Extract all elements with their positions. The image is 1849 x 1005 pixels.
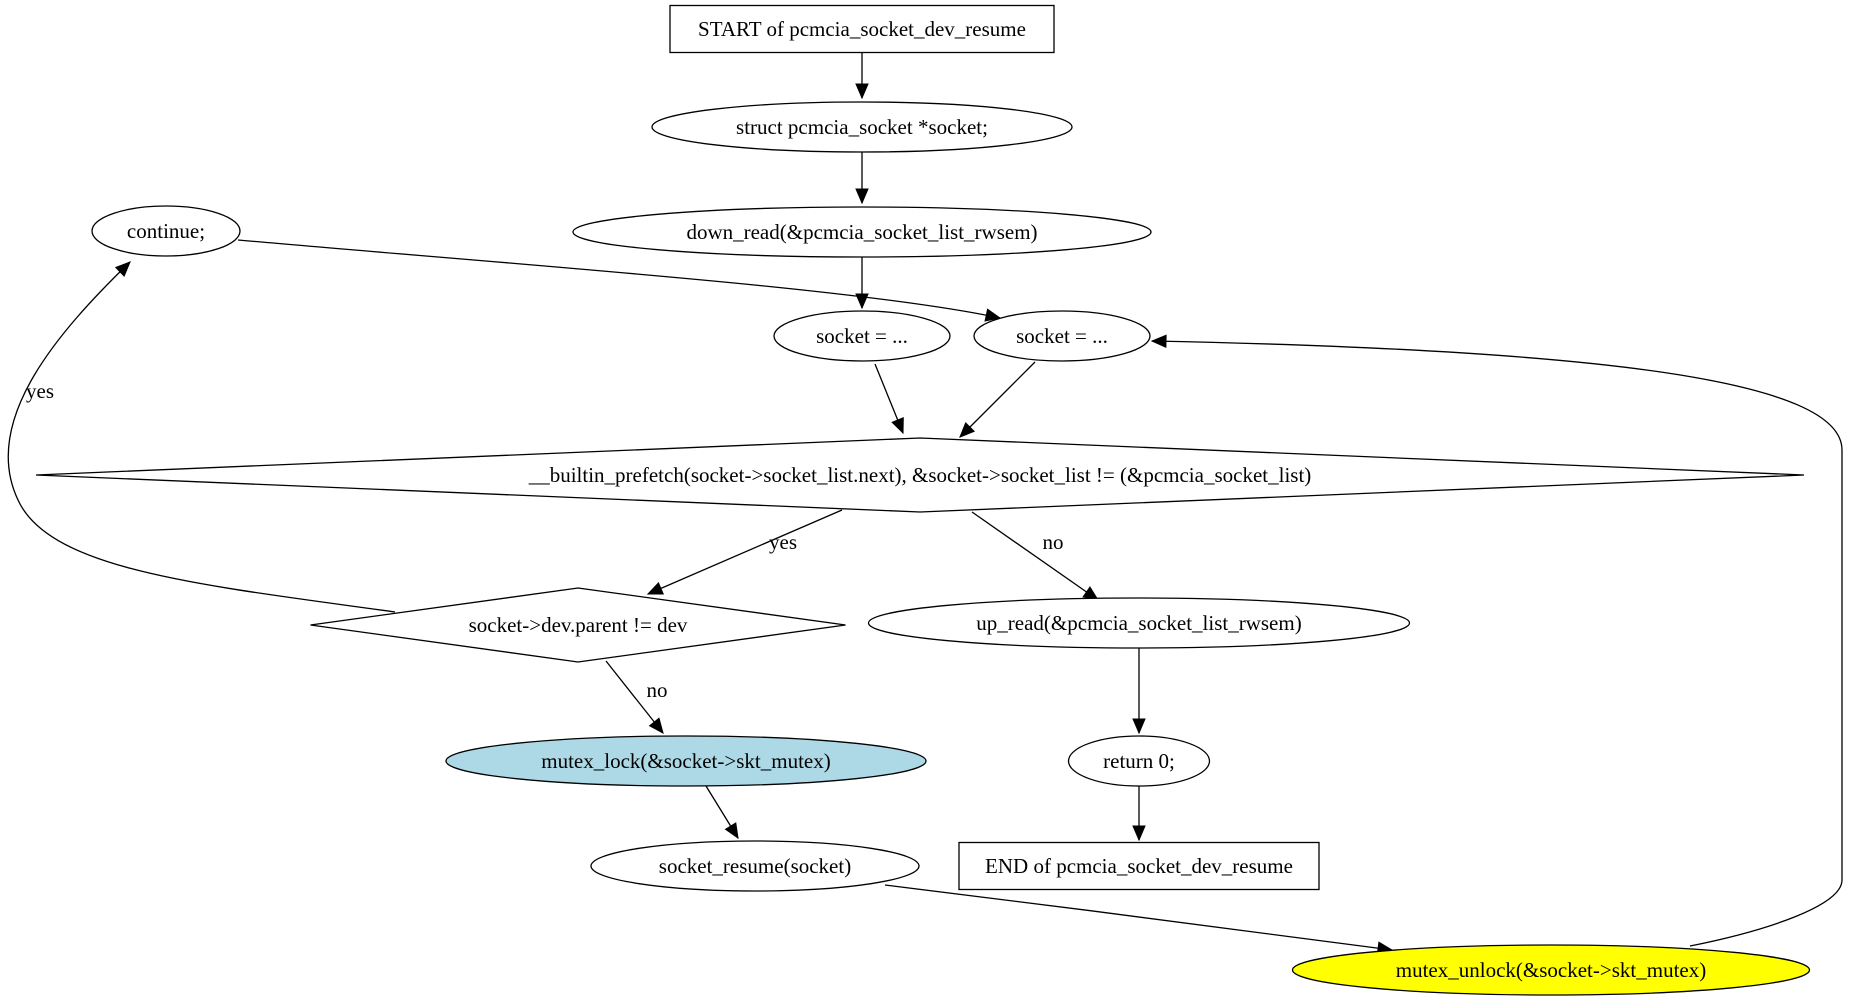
node-end: END of pcmcia_socket_dev_resume [958,841,1320,891]
node-socket-resume-label: socket_resume(socket) [659,854,851,878]
node-parent-check-shape [310,587,846,663]
node-loop-cond-label: __builtin_prefetch(socket->socket_list.n… [528,463,1312,487]
node-start-shape [669,4,1055,54]
node-mutex-unlock-label: mutex_unlock(&socket->skt_mutex) [1396,958,1706,982]
edge-start-to-decl [855,53,869,100]
arrowhead-icon [724,822,739,840]
node-parent-check-label: socket->dev.parent != dev [469,613,688,637]
edge-continue-to-socket-next [237,239,1002,322]
node-socket-resume-shape [590,840,920,892]
node-socket-init: socket = ... [773,310,951,362]
edge-up-read-to-return0 [1132,648,1146,735]
node-start-label: START of pcmcia_socket_dev_resume [698,17,1026,41]
node-end-label: END of pcmcia_socket_dev_resume [985,854,1293,878]
arrowhead-icon [1132,825,1146,842]
edge-line [1151,340,1843,947]
edge-decl-to-down-read [855,152,869,205]
edge-socket-next-to-loop-cond [959,361,1036,438]
edge-label: yes [26,379,54,403]
edge-line [7,261,396,613]
edge-loop-cond-to-up-read [971,511,1100,601]
node-start: START of pcmcia_socket_dev_resume [669,4,1055,54]
node-socket-init-label: socket = ... [816,324,908,348]
edge-socket-resume-to-mutex-unlock [884,884,1394,955]
arrowhead-icon [648,717,664,734]
node-socket-next: socket = ... [973,310,1151,362]
node-down-read-shape [572,206,1152,258]
node-loop-cond: __builtin_prefetch(socket->socket_list.n… [35,437,1805,513]
edge-parent-check-to-mutex-lock [605,660,664,734]
node-mutex-unlock-shape [1291,944,1811,996]
node-return0: return 0; [1067,735,1211,787]
node-decl-label: struct pcmcia_socket *socket; [736,115,988,139]
edge-mutex-lock-to-socket-resume [705,785,739,840]
node-down-read-label: down_read(&pcmcia_socket_list_rwsem) [686,220,1037,244]
edge-label: no [647,678,668,702]
node-socket-resume: socket_resume(socket) [590,840,920,892]
node-up-read-shape [867,597,1411,649]
edge-mutex-unlock-to-socket-next [1150,334,1843,947]
arrowhead-icon [855,83,869,100]
edge-loop-cond-to-parent-check [646,509,843,595]
node-socket-next-label: socket = ... [1016,324,1108,348]
arrowhead-icon [1132,718,1146,735]
arrowhead-icon [984,308,1002,322]
arrowhead-icon [959,421,976,438]
node-mutex-lock-shape [445,735,927,787]
edge-parent-check-to-continue [7,261,396,613]
arrowhead-icon [646,582,664,595]
edge-return0-to-end [1132,786,1146,842]
node-down-read: down_read(&pcmcia_socket_list_rwsem) [572,206,1152,258]
edge-line [647,509,843,595]
node-continue-label: continue; [127,219,205,243]
edge-line [605,660,664,734]
node-up-read-label: up_read(&pcmcia_socket_list_rwsem) [976,611,1301,635]
arrowhead-icon [114,261,131,277]
edge-label: no [1043,530,1064,554]
edge-line [237,239,1001,319]
node-mutex-lock-label: mutex_lock(&socket->skt_mutex) [541,749,830,773]
node-mutex-unlock: mutex_unlock(&socket->skt_mutex) [1291,944,1811,996]
node-return0-label: return 0; [1103,749,1175,773]
arrowhead-icon [855,188,869,205]
edge-line [884,884,1393,951]
node-continue-shape [91,205,241,257]
edge-label: yes [769,530,797,554]
arrowhead-icon [1150,334,1167,349]
edge-socket-init-to-loop-cond [874,363,904,435]
node-loop-cond-shape [35,437,1805,513]
node-mutex-lock: mutex_lock(&socket->skt_mutex) [445,735,927,787]
arrowhead-icon [891,417,904,435]
node-socket-next-shape [973,310,1151,362]
edge-line [971,511,1099,601]
node-up-read: up_read(&pcmcia_socket_list_rwsem) [867,597,1411,649]
node-decl-shape [651,101,1073,153]
node-return0-shape [1067,735,1211,787]
edge-line [959,361,1036,438]
edge-down-read-to-socket-init [855,257,869,310]
node-end-shape [958,841,1320,891]
node-decl: struct pcmcia_socket *socket; [651,101,1073,153]
node-socket-init-shape [773,310,951,362]
node-continue: continue; [91,205,241,257]
node-parent-check: socket->dev.parent != dev [310,587,846,663]
